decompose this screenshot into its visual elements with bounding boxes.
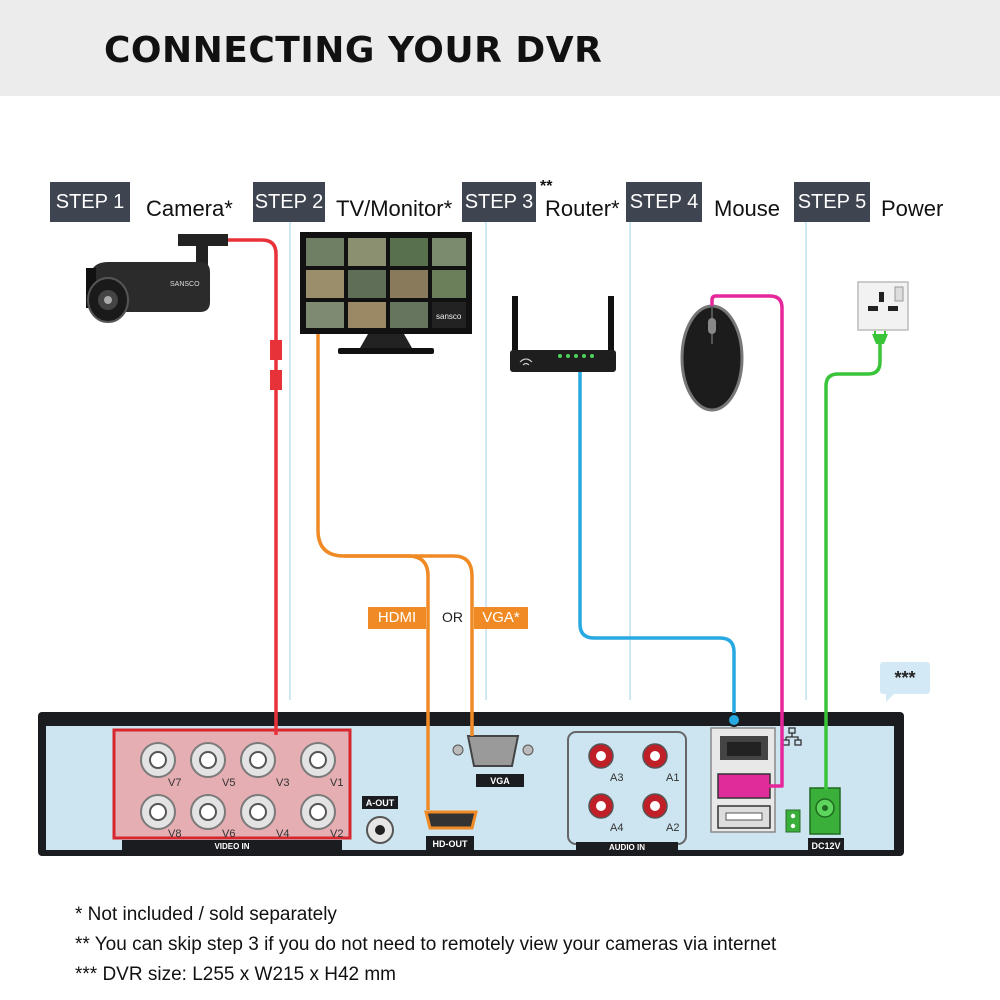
port-label-v8: V8 [168,828,181,840]
hd-out-label: HD-OUT [433,839,468,849]
footnote-1: * Not included / sold separately [75,904,337,925]
port-label-v3: V3 [276,777,289,789]
dc12v-port: DC12V [808,787,844,852]
power-cable [824,344,882,790]
step-5-label: Power [881,196,944,221]
video-in-label: VIDEO IN [214,842,249,851]
audio-in-block: A3 A1 A4 A2 AUDIO IN [567,731,687,852]
vga-label: VGA [490,776,510,786]
cables [228,238,882,810]
step-1-badge: STEP 1 [50,182,130,222]
step-2-badge: STEP 2 [253,182,325,222]
lan-usb-block [710,727,802,833]
port-label-a2: A2 [666,822,679,834]
power-plug [872,334,888,344]
security-camera: SANSCO [86,234,228,323]
footnotes: * Not included / sold separately ** You … [75,900,776,990]
wifi-router [510,296,616,372]
computer-mouse [680,304,744,412]
vga-tag: VGA* [474,607,528,629]
video-in-block: V7 V5 V3 V1 V8 V6 V4 V2 VIDEO IN [112,728,352,851]
network-cable [578,372,736,716]
monitor-brand: sansco [436,312,462,321]
port-label-a1: A1 [666,772,679,784]
step-4-label: Mouse [714,196,781,221]
monitor-screen-tiles [306,238,466,328]
hdmi-tag: HDMI [368,607,426,629]
usb-port-mouse [717,773,771,799]
hdmi-port: HD-OUT [424,810,478,850]
vga-port: VGA [452,735,534,787]
footnote-2: ** You can skip step 3 if you do not nee… [75,934,777,955]
port-label-v6: V6 [222,828,235,840]
camera-brand: SANSCO [170,281,200,288]
port-label-v2: V2 [330,828,343,840]
step-2-label: TV/Monitor* [336,196,453,221]
dvr-size-footnote-marker: *** [880,662,930,702]
audio-in-label: AUDIO IN [609,843,645,852]
port-label-v4: V4 [276,828,289,840]
step-1-label: Camera* [146,196,233,221]
mouse-cable [710,294,784,788]
step-3-badge: STEP 3 [462,182,536,222]
power-outlet [857,281,909,344]
step-3-footnote-marker: ** [540,178,553,195]
port-label-a4: A4 [610,822,623,834]
a-out-port: A-OUT [362,796,398,844]
camera-cable [228,238,278,735]
vga-cable [344,554,474,736]
step-4-badge: STEP 4 [626,182,702,222]
page-title: CONNECTING YOUR DVR [104,30,603,71]
dc12v-label: DC12V [811,841,840,851]
port-label-v5: V5 [222,777,235,789]
step-5-badge: STEP 5 [794,182,870,222]
port-label-v7: V7 [168,777,181,789]
port-label-a3: A3 [610,772,623,784]
title-bar: CONNECTING YOUR DVR [0,0,1000,96]
wifi-icon [519,358,533,366]
alarm-terminal [785,809,801,833]
or-label: OR [442,609,463,625]
a-out-label: A-OUT [366,798,395,808]
step-3-label: Router* [545,196,620,221]
footnote-3: *** DVR size: L255 x W215 x H42 mm [75,964,397,985]
port-label-v1: V1 [330,777,343,789]
network-icon [782,727,802,746]
tv-monitor: sansco [300,232,472,354]
